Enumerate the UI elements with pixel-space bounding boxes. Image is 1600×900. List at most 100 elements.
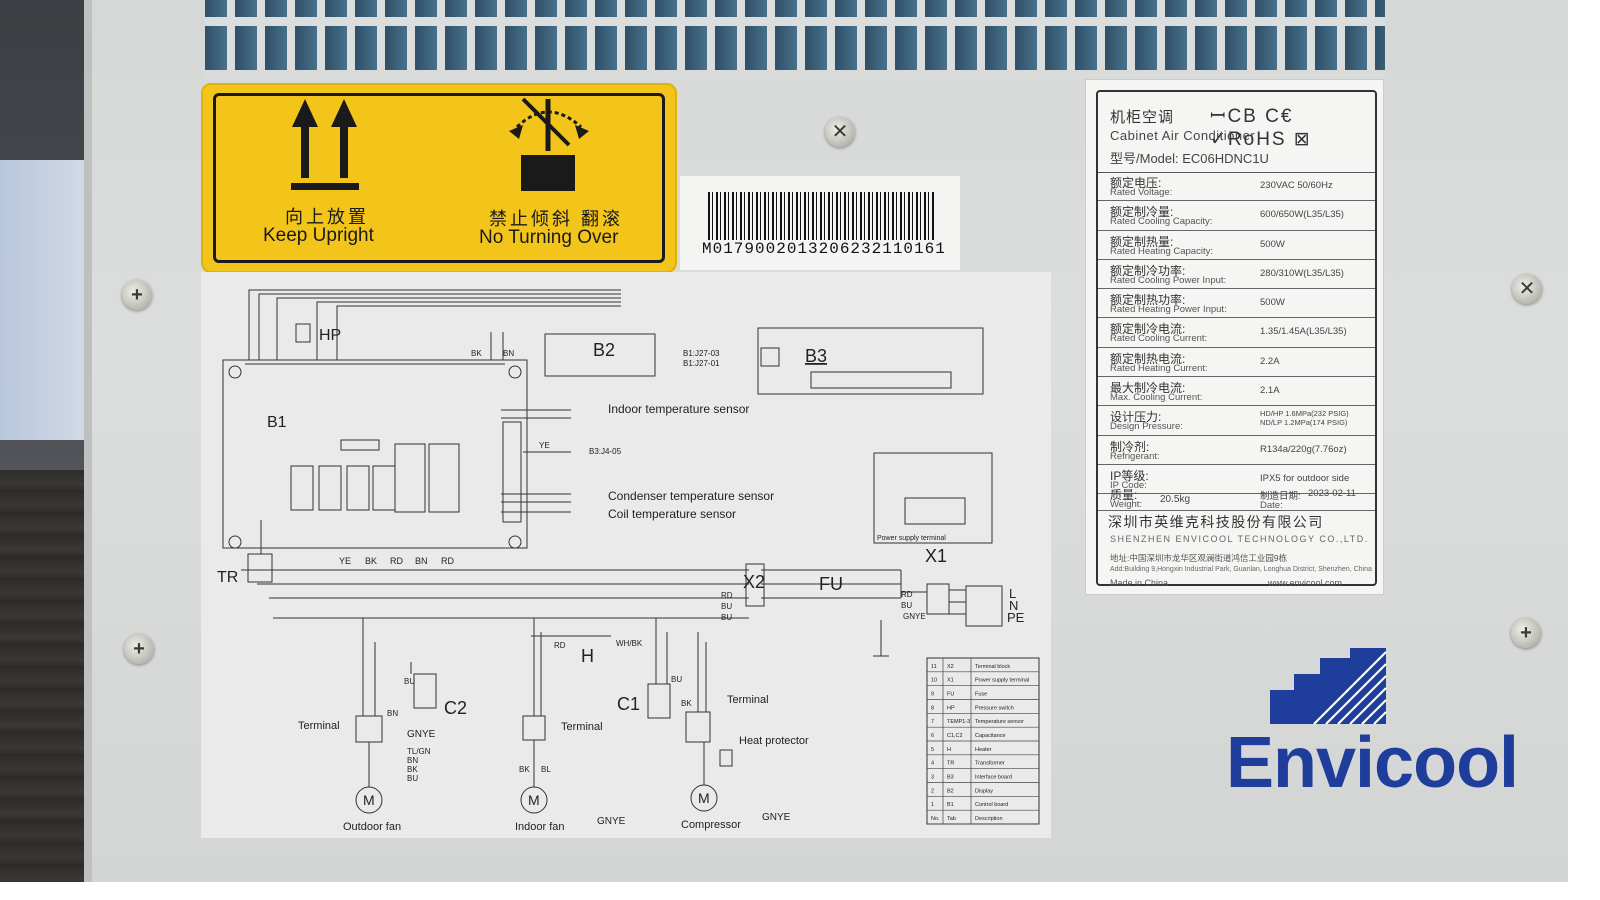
display-b2 <box>544 333 656 377</box>
legend-description: Power supply terminal <box>975 678 1029 684</box>
heat-protector-label: Heat protector <box>739 735 809 747</box>
interface-board-b3 <box>757 327 984 395</box>
vent-grille <box>205 0 1385 78</box>
wire-ye-sensor: YE <box>539 441 550 450</box>
legend-no: 1 <box>931 802 934 808</box>
legend-tab: Tab <box>947 816 956 822</box>
photo-scene: ✕ + ✕ + + 向上放置 Keep Upright 禁止倾 <box>0 0 1568 882</box>
motor-symbol-indoor: M <box>528 792 540 808</box>
spec-value: 2.2A <box>1260 355 1280 367</box>
spec-en: Design Pressure: <box>1110 421 1183 433</box>
nameplate-label: 机柜空调 ꟷCB C€ ✓RoHS ⊠ Cabinet Air Conditio… <box>1086 80 1383 594</box>
legend-description: Interface board <box>975 775 1012 781</box>
spec-cn: 额定制冷电流: <box>1110 322 1186 337</box>
power-terminal-label: Power supply terminal <box>877 535 946 542</box>
legend-description: Temperature sensor <box>975 719 1024 725</box>
wire-bu-c1: BU <box>671 675 682 684</box>
legend-description: Terminal block <box>975 664 1010 670</box>
weight-en: Weight: <box>1110 499 1143 510</box>
company-cn: 深圳市英维克科技股份有限公司 <box>1108 514 1324 530</box>
spec-value: 280/310W(L35/L35) <box>1260 267 1344 279</box>
legend-tab: B2 <box>947 788 954 794</box>
wire-gnye-compressor: GNYE <box>762 812 791 823</box>
spec-value: 1.35/1.45A(L35/L35) <box>1260 326 1347 338</box>
legend-description: Display <box>975 788 993 794</box>
spec-en: Rated Heating Current: <box>1110 362 1208 374</box>
outdoor-fan-label: Outdoor fan <box>343 821 401 833</box>
warning-border <box>213 93 665 263</box>
label-hp: HP <box>319 327 341 344</box>
nameplate-cn-title: 机柜空调 <box>1110 109 1175 126</box>
nameplate-en-title: Cabinet Air Conditioner <box>1110 128 1256 143</box>
label-l: L <box>1009 586 1016 601</box>
no-turning-en: No Turning Over <box>479 227 619 248</box>
motor-symbol-compressor: M <box>698 790 710 806</box>
label-x1: X1 <box>925 546 947 566</box>
wire-gnye-c2: GNYE <box>407 729 436 740</box>
wire-bl-indoor: BL <box>541 765 551 774</box>
legend-description: Description <box>975 816 1003 822</box>
warning-icons <box>291 97 589 191</box>
wire-bn-fan: BN <box>407 756 418 765</box>
spec-value: 600/650W(L35/L35) <box>1260 209 1344 221</box>
made-in: Made in China <box>1110 578 1169 588</box>
barcode-icon <box>708 192 936 240</box>
wire-bu-x2-2: BU <box>721 613 732 622</box>
spec-en: Rated Cooling Capacity: <box>1110 216 1213 228</box>
spec-en: Rated Heating Power Input: <box>1110 304 1227 316</box>
spec-value: 230VAC 50/60Hz <box>1260 180 1333 191</box>
terminal-label-compressor: Terminal <box>727 694 769 706</box>
legend-tab: TR <box>947 761 954 767</box>
legend-description: Control board <box>975 802 1008 808</box>
barcode-number: M01790020132062321101​61 <box>702 240 946 258</box>
wire-gnye-input: GNYE <box>903 612 926 621</box>
wire-bk-top: BK <box>471 349 482 358</box>
spec-value: 500W <box>1260 297 1285 309</box>
wire-ye: YE <box>339 556 351 566</box>
company-en: SHENZHEN ENVICOOL TECHNOLOGY CO.,LTD. <box>1110 534 1369 544</box>
wire-bu-fan: BU <box>407 774 418 783</box>
spec-row: 额定制热电流:Rated Heating Current:2.2A <box>1098 348 1375 378</box>
indoor-fan-label: Indoor fan <box>515 821 565 833</box>
spec-cn: IP等级: <box>1110 468 1149 483</box>
legend-no: 10 <box>931 678 937 684</box>
wire-whbk-heater: WH/BK <box>616 639 643 648</box>
b3-j4-label: B3:J4-05 <box>589 447 622 456</box>
date-en: Date: <box>1260 500 1283 511</box>
legend-description: Heater <box>975 747 992 753</box>
capacitor-c2 <box>413 673 437 709</box>
spec-cn: 额定制冷功率: <box>1110 263 1186 278</box>
screw-icon: + <box>122 280 152 310</box>
keep-upright-arrows-icon <box>291 99 359 190</box>
spec-cn: 设计压力: <box>1110 410 1162 425</box>
wire-bn: BN <box>415 556 428 566</box>
label-c2: C2 <box>444 698 467 718</box>
vent-bottom <box>205 70 1385 80</box>
address-cn: 地址:中国深圳市龙华区观澜街道鸿信工业园9栋 <box>1110 553 1288 563</box>
wire-bk-fan: BK <box>407 765 418 774</box>
vent-crossbar <box>205 17 1385 26</box>
spec-en: Rated Voltage: <box>1110 187 1173 198</box>
model-number: 型号/Model: EC06HDNC1U <box>1110 151 1269 166</box>
wire-bk-indoor: BK <box>519 765 530 774</box>
envicool-logo-text: Envicool <box>1226 723 1519 803</box>
legend-no: 9 <box>931 692 934 698</box>
spec-en: Rated Cooling Power Input: <box>1110 274 1227 286</box>
spec-cn: 额定电压: <box>1110 176 1162 190</box>
legend-no: 7 <box>931 719 934 725</box>
label-fu: FU <box>819 574 843 594</box>
legend-no: 8 <box>931 705 934 711</box>
spec-row: 额定制热量:Rated Heating Capacity:500W <box>1098 231 1375 260</box>
background-box <box>0 160 100 440</box>
legend-no: 11 <box>931 664 937 670</box>
capacitor-c1 <box>647 683 671 719</box>
spec-row: 额定制热功率:Rated Heating Power Input:500W <box>1098 289 1375 319</box>
keep-upright-en: Keep Upright <box>263 225 374 246</box>
legend-no: No. <box>931 816 940 822</box>
terminal-label-indoor: Terminal <box>561 721 603 733</box>
wire-bn-c2: BN <box>387 709 398 718</box>
weight-cn: 质量: <box>1110 488 1138 502</box>
spec-value: IPX5 for outdoor side <box>1260 472 1350 484</box>
spec-row: 最大制冷电流:Max. Cooling Current:2.1A <box>1098 377 1375 407</box>
